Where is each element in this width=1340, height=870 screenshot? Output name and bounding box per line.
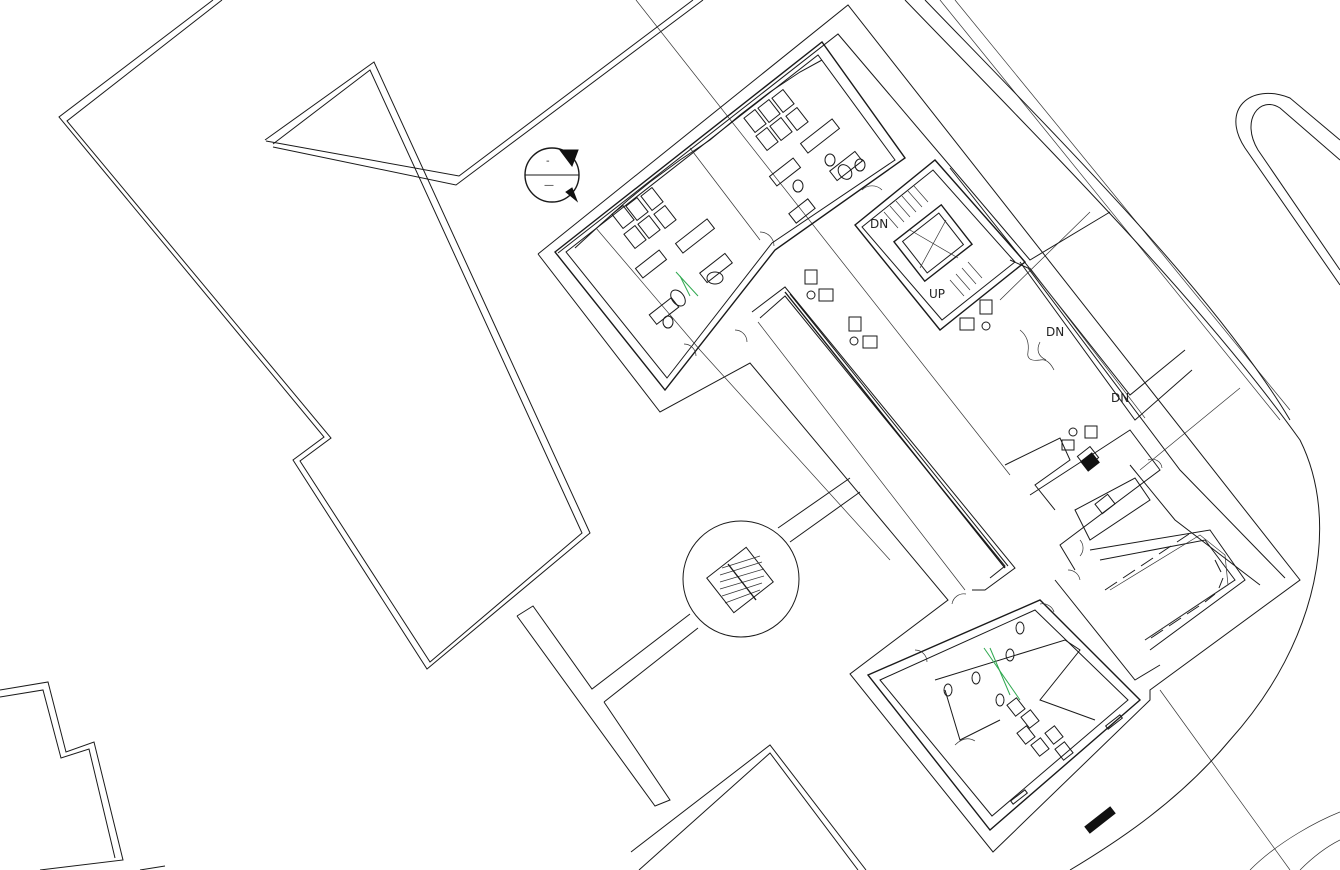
- adjacent-building-outline-left: [58, 0, 704, 670]
- lounge-furniture: [804, 269, 878, 349]
- restroom-block-lower: [866, 599, 1142, 834]
- ramp-down-label-upper: DN: [1046, 325, 1065, 339]
- north-arrow-top-text: -: [546, 156, 550, 167]
- north-arrow: [524, 147, 580, 203]
- stair-down-label: DN: [870, 217, 889, 231]
- adjacent-building-outline-bottom: [630, 744, 867, 870]
- round-kiosk: [516, 477, 861, 807]
- stair-up-label: UP: [929, 287, 946, 301]
- stair-core: [854, 159, 1027, 331]
- main-building-perimeter: [537, 4, 1301, 853]
- central-corridor: [699, 286, 1016, 605]
- adjacent-building-outline-bottom-left: [0, 681, 166, 870]
- kiosk-grille: [706, 546, 774, 614]
- curved-road: [904, 0, 1340, 870]
- ramp-down-label-lower: DN: [1111, 391, 1130, 405]
- service-block: [1004, 425, 1261, 681]
- restroom-block-upper: [554, 40, 906, 392]
- east-corridor: [949, 167, 1193, 421]
- north-arrow-bottom-text: —: [544, 180, 554, 191]
